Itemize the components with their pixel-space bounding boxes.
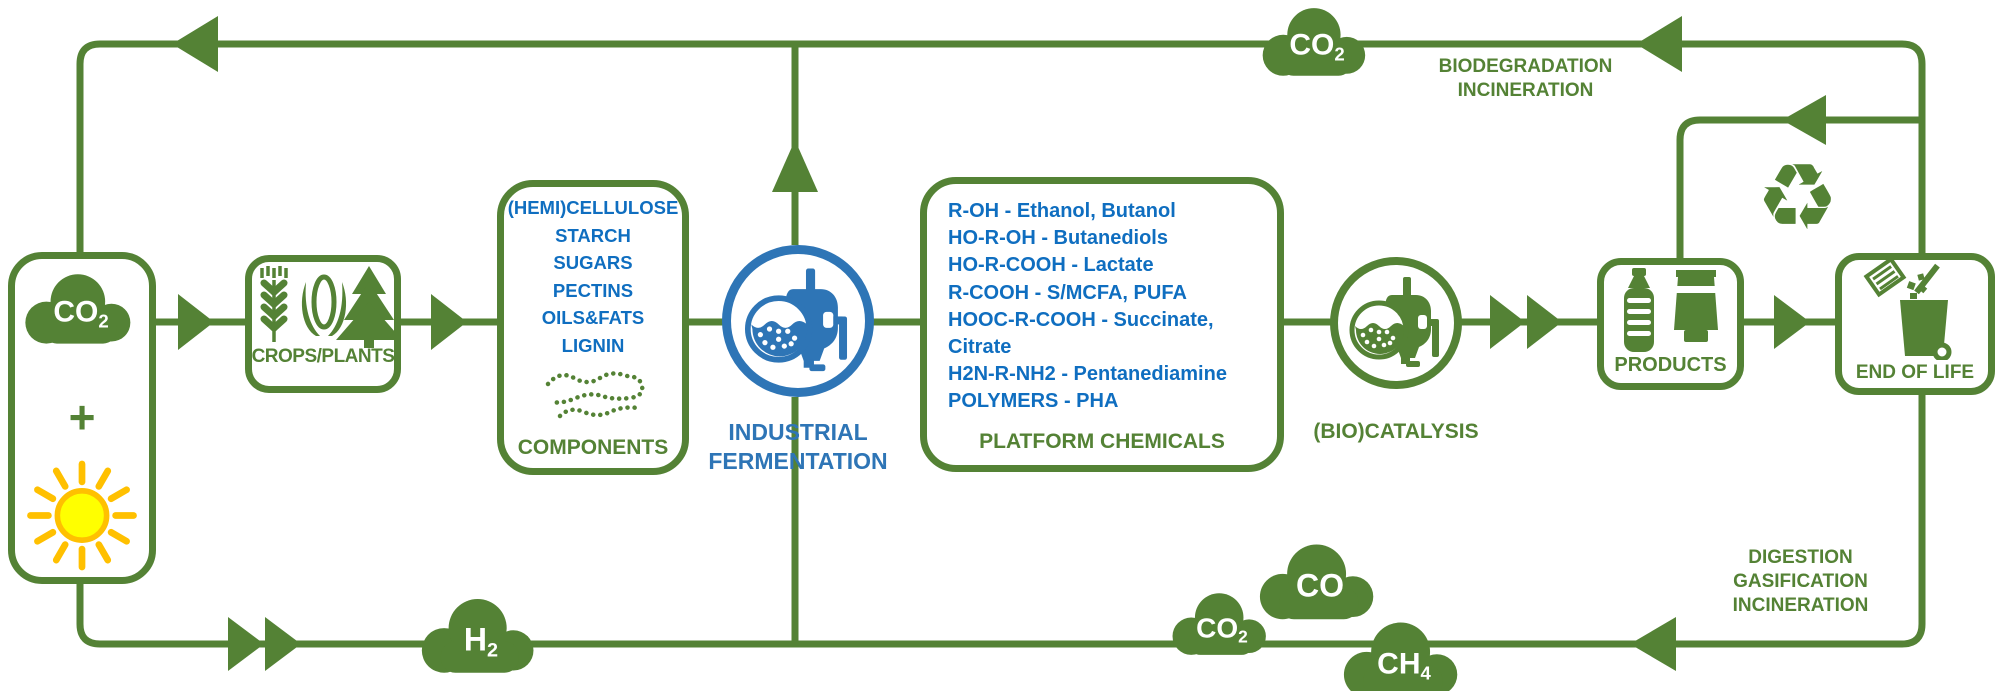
arrow-catalysis-products-1 — [1490, 295, 1525, 349]
plus-sign: + — [68, 391, 96, 443]
recycle-icon: ♻ — [1756, 144, 1839, 251]
fermenter-icon — [741, 264, 855, 378]
arrow-top-left — [172, 16, 218, 72]
bottom-co2-cloud: CO2 — [1166, 580, 1278, 670]
component-item: STARCH — [555, 224, 631, 246]
arrow-top-right — [1636, 16, 1682, 72]
arrow-crops-components — [431, 294, 467, 350]
trash-bin-icon — [1862, 256, 1968, 362]
products-box — [1597, 258, 1744, 390]
tube-icon — [1674, 270, 1719, 342]
corn-icon — [301, 274, 347, 336]
arrow-source-crops — [178, 294, 214, 350]
industrial-fermentation-circle — [722, 245, 874, 397]
industrial-fermentation-label: INDUSTRIAL FERMENTATION — [708, 419, 888, 474]
platform-item: H2N-R-NH2 - Pentanediamine — [948, 363, 1227, 386]
end-of-life-label: END OF LIFE — [1855, 362, 1975, 383]
component-item: SUGARS — [553, 252, 633, 273]
biodegradation-note: BIODEGRADATION INCINERATION — [1438, 56, 1613, 101]
arrow-bottom-right-1 — [228, 617, 264, 671]
products-icons — [1612, 268, 1728, 354]
co-cloud: CO — [1252, 536, 1388, 630]
tree-icon — [336, 266, 402, 348]
bottle-icon — [1624, 268, 1654, 352]
arrow-recycle-left — [1782, 95, 1826, 145]
components-box — [497, 180, 689, 475]
ch4-cloud: CH4 — [1336, 614, 1472, 691]
platform-item: Citrate — [948, 336, 1012, 359]
catalysis-reactor-icon — [1346, 273, 1446, 373]
platform-item: HO-R-OH - Butanediols — [948, 227, 1168, 250]
platform-item: HO-R-COOH - Lactate — [948, 254, 1154, 277]
arrow-products-endoflife — [1774, 295, 1810, 349]
arrow-fermentation-up — [772, 140, 818, 192]
platform-item: R-COOH - S/MCFA, PUFA — [948, 281, 1187, 304]
products-label: PRODUCTS — [1614, 354, 1727, 376]
sun-icon — [26, 458, 138, 573]
platform-item: HOOC-R-COOH - Succinate, — [948, 308, 1214, 331]
platform-item: POLYMERS - PHA — [948, 390, 1119, 413]
h2-cloud: H2 — [414, 590, 548, 684]
arrowheads — [172, 16, 1826, 671]
component-item: OILS&FATS — [541, 307, 645, 328]
arrow-bottom-left — [1630, 617, 1676, 671]
arrow-bottom-right-2 — [265, 617, 301, 671]
platform-item: R-OH - Ethanol, Butanol — [948, 200, 1176, 222]
biocatalysis-label: (BIO)CATALYSIS — [1313, 420, 1479, 443]
source-co2-label: CO — [53, 296, 99, 330]
component-item: PECTINS — [552, 279, 634, 301]
source-co2-cloud-icon: CO2 — [18, 266, 144, 354]
platform-chemicals-box — [920, 177, 1284, 472]
components-list: (HEMI)CELLULOSE STARCH SUGARS PECTINS OI… — [502, 194, 684, 359]
crops-icons — [254, 264, 402, 348]
crops-plants-label: CROPS/PLANTS — [251, 346, 395, 367]
arrow-catalysis-products-2 — [1527, 295, 1562, 349]
platform-chemicals-label: PLATFORM CHEMICALS — [979, 430, 1225, 453]
bottom-return-line — [76, 393, 1926, 648]
top-co2-cloud: CO2 — [1250, 2, 1384, 84]
component-item: LIGNIN — [561, 334, 625, 356]
polymer-chain-icon — [540, 366, 650, 430]
biocatalysis-circle — [1330, 257, 1462, 389]
component-item: (HEMI)CELLULOSE — [507, 197, 679, 218]
digestion-note: DIGESTION GASIFICATION INCINERATION — [1732, 547, 1869, 616]
platform-chemicals-list: R-OH - Ethanol, Butanol HO-R-OH - Butane… — [948, 198, 1278, 416]
top-return-line — [76, 40, 1926, 253]
components-label: COMPONENTS — [517, 436, 669, 459]
wheat-icon — [260, 266, 288, 342]
recycle-line — [1676, 116, 1922, 260]
